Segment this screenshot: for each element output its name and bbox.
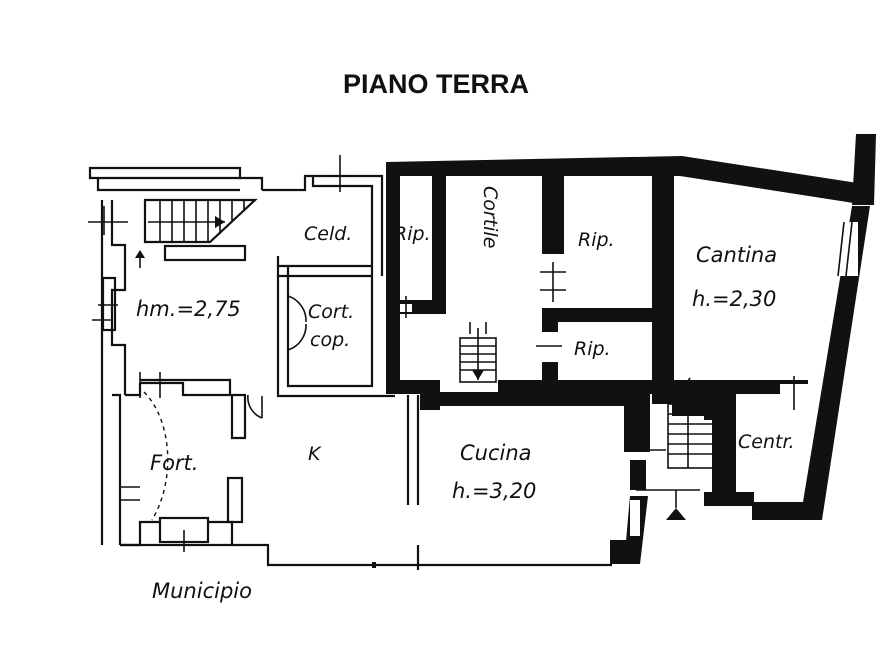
room-label-centr: Centr. [738,431,795,453]
room-label-fort: Fort. [150,451,198,475]
room-label-cantina-height: h.=2,30 [692,287,776,311]
room-label-rip-left: Rip. [394,223,431,245]
room-label-cucina: Cucina [460,441,532,465]
room-label-k: K [308,443,322,465]
room-label-cortile: Cortile [479,186,501,248]
left-wing-walls [88,155,420,567]
street-label: Municipio [152,579,252,603]
room-label-rip-upper: Rip. [578,229,615,251]
room-label-cort-cop-1: Cort. [308,301,354,323]
right-block-walls [372,134,876,570]
room-label-rip-lower: Rip. [574,338,611,360]
room-label-celd: Celd. [304,223,352,245]
room-label-main-height: hm.=2,75 [136,297,241,321]
room-label-cort-cop-2: cop. [310,329,350,351]
plan-title: PIANO TERRA [343,69,529,99]
room-label-cucina-height: h.=3,20 [452,479,536,503]
cortile-stairs [459,322,497,383]
room-label-cantina: Cantina [696,243,777,267]
cantina-stairs [636,377,715,520]
